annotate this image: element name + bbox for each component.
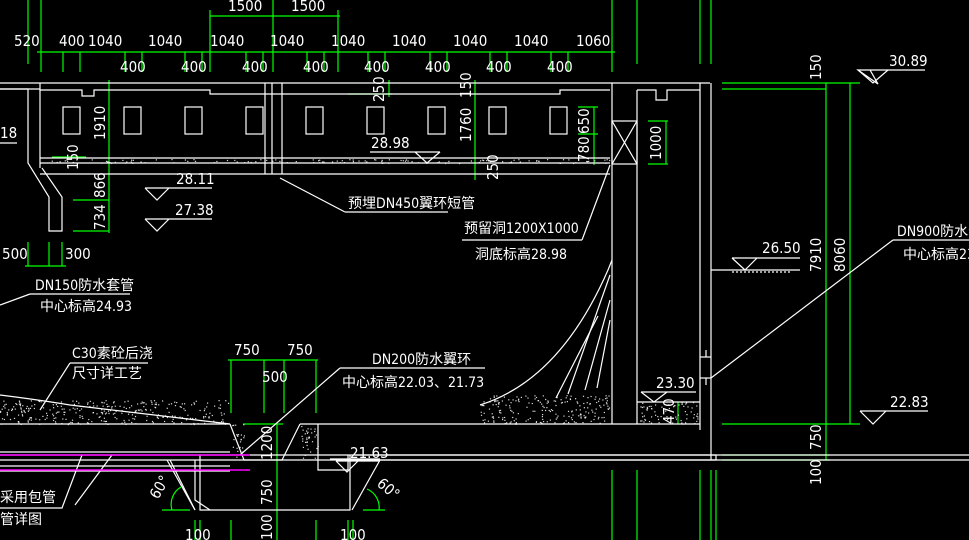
- dim-v-150-right: 150: [807, 54, 825, 80]
- dim-v-734: 734: [91, 204, 109, 230]
- dim-v-150-left: 150: [64, 144, 82, 170]
- dim-row3-0: 400: [120, 58, 146, 76]
- concrete-hatch: [0, 159, 699, 459]
- dim-row3-2: 400: [242, 58, 268, 76]
- note-c30-title: C30素砼后浇: [72, 346, 153, 362]
- dim-row2-9: 1040: [514, 32, 548, 50]
- dim-row2-7: 1040: [392, 32, 426, 50]
- dim-trench-750-a: 750: [234, 341, 260, 359]
- dim-row2-4: 1040: [210, 32, 244, 50]
- elev-21-63: 21.63: [350, 444, 389, 462]
- note-opening-elev: 洞底标高28.98: [475, 246, 567, 263]
- dim-trench-750-b: 750: [287, 341, 313, 359]
- dim-row2-1: 400: [59, 32, 85, 50]
- dim-v-866: 866: [91, 172, 109, 198]
- note-opening-size: 预留洞1200X1000: [464, 221, 579, 237]
- dim-v-470: 470: [660, 398, 678, 424]
- dim-v-250-b: 250: [484, 154, 502, 180]
- note-dn900-elev: 中心标高23.90: [903, 246, 969, 263]
- dim-row3-7: 400: [547, 58, 573, 76]
- dimension-lines: [25, 0, 860, 540]
- elev-27-38: 27.38: [175, 201, 214, 219]
- dim-row3-3: 400: [303, 58, 329, 76]
- dim-row2-0: 520: [14, 32, 40, 50]
- dim-row2-2: 1040: [88, 32, 122, 50]
- dim-row3-1: 400: [181, 58, 207, 76]
- dim-top-1500-b: 1500: [291, 0, 325, 15]
- dim-row2-8: 1040: [453, 32, 487, 50]
- dim-v-650: 650: [575, 108, 593, 134]
- note-dn900-title: DN900防水套管: [897, 224, 969, 240]
- dim-row2-3: 1040: [148, 32, 182, 50]
- dim-500: 500: [2, 245, 28, 263]
- dim-v-150-mid: 150: [457, 72, 475, 98]
- note-c30-sub: 尺寸详工艺: [72, 366, 142, 382]
- dim-v-250-a: 250: [370, 76, 388, 102]
- elevation-markers: [144, 69, 928, 473]
- dim-row3-4: 400: [364, 58, 390, 76]
- note-dn150-elev: 中心标高24.93: [40, 298, 132, 315]
- elev-28-11: 28.11: [176, 170, 215, 188]
- dim-v-1000: 1000: [647, 126, 665, 160]
- elev-23-30: 23.30: [656, 374, 695, 392]
- dim-v-7910: 7910: [807, 238, 825, 272]
- dim-trench-500: 500: [262, 368, 288, 386]
- dim-v-1910: 1910: [91, 106, 109, 140]
- note-dn200-elev: 中心标高22.03、21.73: [342, 374, 484, 391]
- dim-row2-10: 1060: [576, 32, 610, 50]
- dim-top-1500-a: 1500: [228, 0, 262, 15]
- elev-30-89: 30.89: [889, 52, 928, 70]
- note-dn200-title: DN200防水翼环: [372, 352, 471, 368]
- note-dn150-title: DN150防水套管: [35, 278, 134, 294]
- dim-v-750-right: 750: [807, 424, 825, 450]
- dim-300: 300: [65, 245, 91, 263]
- elev-26-50: 26.50: [762, 239, 801, 257]
- dim-v-1200: 1200: [258, 426, 276, 460]
- dim-v-750-trench: 750: [258, 479, 276, 505]
- note-pipe-1: 采用包管: [0, 490, 56, 506]
- dim-row2-6: 1040: [331, 32, 365, 50]
- note-dn450: 预埋DN450翼环短管: [348, 196, 475, 212]
- dim-v-100-right: 100: [807, 459, 825, 485]
- elev-28-98: 28.98: [371, 134, 410, 152]
- dim-bottom-100-left: 100: [185, 526, 211, 540]
- elev-left-clip: 18: [0, 124, 17, 142]
- note-pipe-2: 管详图: [0, 512, 42, 528]
- dim-v-100-trench: 100: [258, 514, 276, 540]
- dim-v-8060: 8060: [831, 238, 849, 272]
- dim-row3-6: 400: [486, 58, 512, 76]
- dim-row3-5: 400: [425, 58, 451, 76]
- elev-22-83: 22.83: [890, 393, 929, 411]
- dim-v-780: 780: [575, 136, 593, 162]
- elevation-text: 30.89 28.98 28.11 27.38 26.50 23.30 22.8…: [0, 52, 929, 462]
- window-openings: [62, 106, 568, 135]
- pipe-lines: [0, 454, 250, 471]
- dim-bottom-100-right: 100: [340, 526, 366, 540]
- dim-row2-5: 1040: [270, 32, 304, 50]
- annotation-text: 预埋DN450翼环短管 预留洞1200X1000 洞底标高28.98 DN900…: [0, 196, 969, 528]
- dim-v-1760: 1760: [457, 108, 475, 142]
- angle-label-left: 60°: [146, 472, 174, 502]
